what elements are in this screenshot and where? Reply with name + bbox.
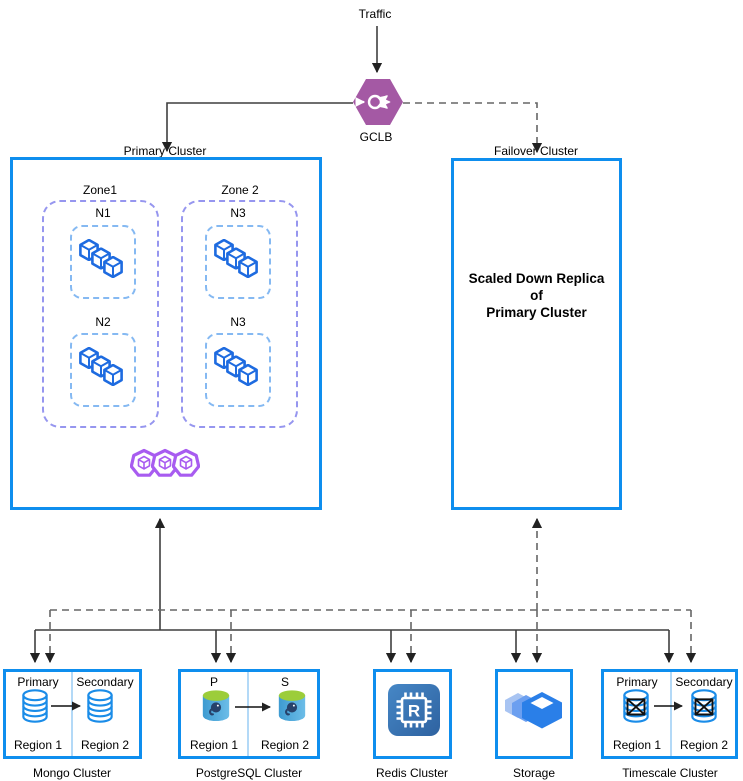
mongo-primary-label: Primary [17, 675, 59, 689]
gke-node-cubes-icon [79, 239, 123, 278]
node-n3b-label: N3 [230, 315, 246, 329]
node-n1-label: N1 [95, 206, 111, 220]
zone1-box [42, 200, 159, 428]
gclb-label: GCLB [359, 130, 393, 144]
node-n3a-box [205, 225, 271, 299]
postgres-primary-label: P [209, 675, 218, 689]
failover-cluster-box [451, 158, 622, 510]
storage-label: Storage [512, 766, 556, 780]
failover-cluster-label: Failover Cluster [493, 144, 579, 158]
postgres-region1-label: Region 1 [189, 738, 239, 752]
timescale-cluster-label: Timescale Cluster [622, 766, 718, 780]
postgres-divider [247, 672, 249, 756]
postgres-region2-label: Region 2 [260, 738, 310, 752]
failover-line3: Primary Cluster [486, 305, 587, 320]
timescale-region2-label: Region 2 [679, 738, 729, 752]
mongo-region1-label: Region 1 [13, 738, 63, 752]
timescale-divider [670, 672, 672, 756]
redis-memorystore-chip-icon: R [387, 683, 441, 737]
node-n3b-box [205, 333, 271, 407]
mongo-region2-label: Region 2 [80, 738, 130, 752]
node-n2-box [70, 333, 136, 407]
mongo-secondary-label: Secondary [76, 675, 134, 689]
timescale-region1-label: Region 1 [612, 738, 662, 752]
timescale-database-icon [621, 689, 651, 723]
redis-cluster-label: Redis Cluster [375, 766, 449, 780]
zone2-label: Zone 2 [221, 183, 259, 197]
cloud-storage-boxes-icon [505, 692, 562, 729]
zone1-label: Zone1 [82, 183, 118, 197]
node-n2-label: N2 [95, 315, 111, 329]
gke-node-cubes-icon [79, 347, 123, 386]
timescale-database-icon [689, 689, 719, 723]
failover-line2: of [530, 288, 543, 303]
postgresql-database-icon [201, 689, 231, 723]
traffic-label: Traffic [358, 7, 392, 21]
postgres-secondary-label: S [280, 675, 289, 689]
zone2-box [181, 200, 298, 428]
failover-description: Scaled Down Replica of Primary Cluster [454, 270, 619, 321]
mongo-database-icon [22, 689, 48, 723]
timescale-secondary-label: Secondary [675, 675, 733, 689]
postgres-cluster-label: PostgreSQL Cluster [195, 766, 303, 780]
node-n1-box [70, 225, 136, 299]
mongo-database-icon [87, 689, 113, 723]
timescale-primary-label: Primary [616, 675, 658, 689]
redis-letter: R [408, 702, 420, 721]
gke-node-cubes-icon [214, 347, 258, 386]
failover-line1: Scaled Down Replica [468, 271, 605, 286]
node-n3a-label: N3 [230, 206, 246, 220]
mongo-cluster-label: Mongo Cluster [32, 766, 112, 780]
mongo-divider [71, 672, 73, 756]
primary-cluster-label: Primary Cluster [123, 144, 207, 158]
gke-node-cubes-icon [214, 239, 258, 278]
gclb-load-balancer-icon [352, 78, 404, 126]
postgresql-database-icon [277, 689, 307, 723]
kubernetes-pods-icon [130, 448, 200, 477]
